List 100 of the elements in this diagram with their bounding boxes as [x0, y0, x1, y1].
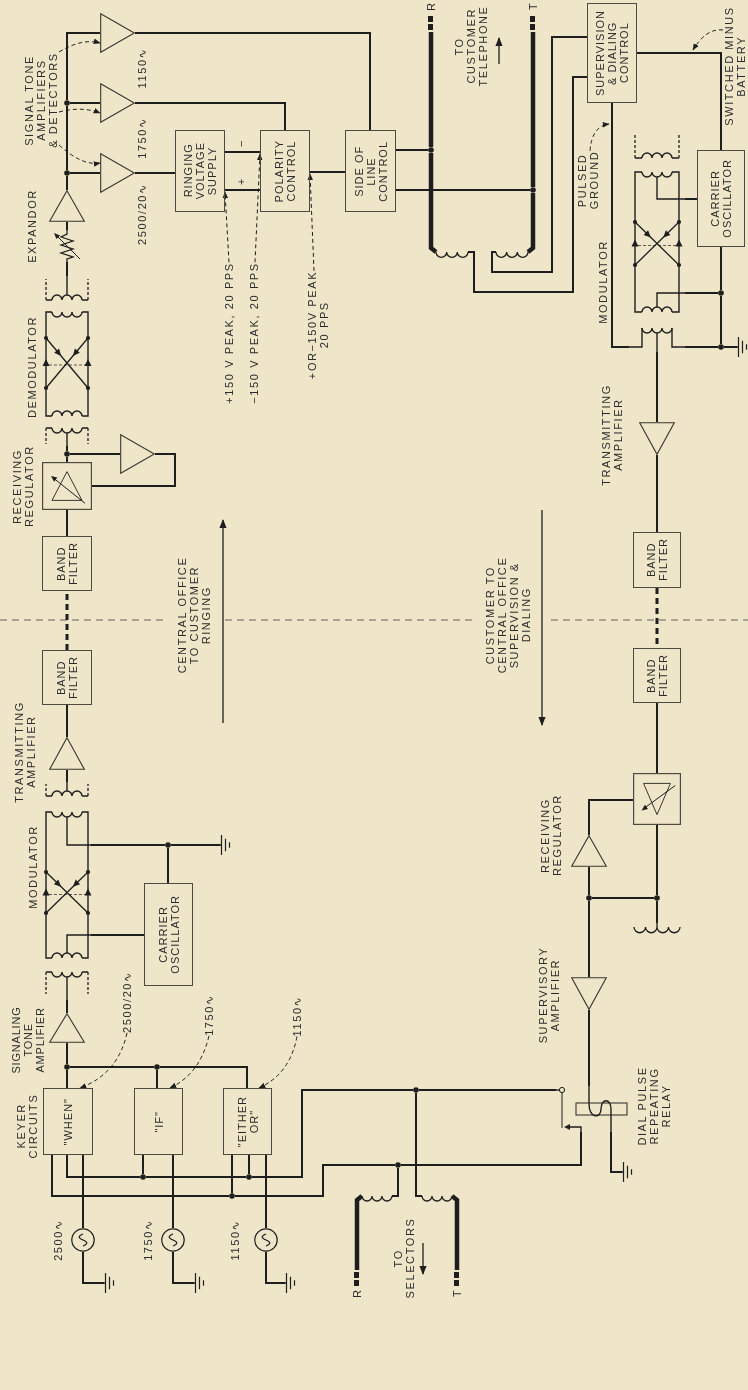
component-label: SUPERVISORY AMPLIFIER	[537, 946, 561, 1044]
junction-dot	[64, 451, 70, 457]
coil-symbol	[422, 1195, 452, 1202]
terminal-label: R	[425, 0, 437, 32]
heavy-wire	[530, 32, 536, 187]
junction-dot	[718, 290, 724, 296]
block-label: CARRIER OSCILLATOR	[709, 159, 733, 238]
block-label: "WHEN"	[62, 1097, 74, 1146]
circuit-block	[633, 532, 681, 588]
block-label: "EITHER OR"	[235, 1095, 260, 1148]
direction-label: CENTRAL OFFICE TO CUSTOMER RINGING	[176, 556, 212, 674]
leader-arrow	[58, 144, 101, 167]
junction-dot	[428, 147, 434, 153]
wire	[69, 102, 101, 104]
circuit-block	[144, 883, 193, 986]
wire	[611, 102, 630, 348]
wire	[69, 172, 101, 174]
junction-dot	[64, 170, 70, 176]
block-label: BAND FILTER	[55, 655, 79, 700]
component-label: SIGNALING TONE AMPLIFIER	[10, 1006, 46, 1074]
annotation-text: +150 V PEAK, 20 PPS	[223, 262, 235, 404]
terminal-label: R	[351, 1270, 363, 1300]
wire	[66, 509, 68, 537]
coil-symbol	[362, 1195, 392, 1202]
leader-arrow	[58, 38, 101, 53]
block-label: SUPERVISION & DIALING CONTROL	[594, 10, 630, 96]
frequency-label: 2500∿	[52, 1219, 64, 1261]
ground-symbol	[104, 1272, 116, 1294]
junction-dot	[654, 895, 660, 901]
junction-dot	[165, 842, 171, 848]
block-label: BAND FILTER	[645, 653, 669, 698]
heavy-wire	[428, 32, 434, 147]
ground-symbol	[285, 1272, 297, 1294]
wire	[720, 246, 722, 291]
wire	[720, 295, 722, 345]
leader-arrow	[589, 122, 610, 152]
wire	[391, 1167, 399, 1197]
wire	[134, 102, 286, 131]
wire	[66, 105, 68, 171]
wire	[636, 52, 722, 151]
junction-dot	[229, 1193, 235, 1199]
ground-symbol	[622, 1161, 634, 1183]
component-label: RECEIVING REGULATOR	[539, 794, 563, 876]
wire	[591, 897, 655, 899]
wire	[656, 454, 658, 533]
wire	[66, 456, 68, 463]
circuit-block	[697, 150, 745, 247]
wire	[656, 351, 658, 423]
circuit-block	[134, 1088, 183, 1155]
block-label: SIDE OF LINE CONTROL	[352, 140, 389, 202]
wire	[610, 1131, 623, 1173]
wire	[265, 1251, 286, 1284]
wire	[82, 1154, 84, 1229]
block-label: CARRIER OSCILLATOR	[156, 895, 181, 974]
leader-arrow	[58, 108, 101, 114]
frequency-label: 2500/20∿	[136, 183, 148, 245]
block-label: "IF"	[152, 1110, 165, 1133]
wire	[588, 799, 634, 836]
heavy-wire	[354, 1194, 364, 1270]
junction-dot	[154, 1064, 160, 1070]
wire	[66, 999, 68, 1014]
circuit-block	[175, 130, 225, 212]
wire	[723, 346, 738, 348]
component-label: MODULATOR	[27, 825, 39, 909]
wire	[224, 189, 261, 191]
leader-arrow	[169, 1035, 210, 1089]
annotation-text: +OR−150V PEAK 20 PPS	[306, 270, 330, 380]
block-label: BAND FILTER	[55, 541, 79, 586]
wire	[66, 32, 101, 101]
wire	[684, 198, 698, 200]
amplifier-symbol	[100, 153, 135, 193]
wire	[172, 1154, 174, 1229]
circuit-block	[587, 3, 637, 103]
leader-arrow	[692, 29, 724, 51]
wire	[170, 844, 221, 846]
wire	[418, 1089, 557, 1091]
wire	[145, 1176, 247, 1178]
wire	[90, 934, 145, 936]
circuit-block	[345, 130, 396, 212]
wire	[66, 221, 68, 231]
wire	[684, 292, 719, 294]
component-label: DIAL PULSE REPEATING RELAY	[636, 1066, 672, 1146]
wire	[656, 900, 658, 924]
wire	[656, 824, 658, 896]
wire	[248, 1154, 250, 1175]
circuit-block	[633, 648, 681, 703]
amplifier-symbol	[571, 977, 607, 1010]
wire	[395, 189, 531, 191]
leader-arrow	[258, 1035, 298, 1089]
coil-symbol	[436, 251, 468, 258]
ac-source-symbol	[71, 1228, 95, 1252]
component-label: EXPANDOR	[26, 189, 38, 263]
wire	[66, 769, 68, 783]
modulator-symbol	[629, 132, 685, 352]
amplifier-symbol	[571, 835, 607, 867]
frequency-label: 1750∿	[142, 1219, 154, 1261]
circuit-block	[260, 130, 310, 212]
direction-label: CUSTOMER TO CENTRAL OFFICE SUPERVISION & DIALING	[484, 556, 532, 674]
wire	[66, 1154, 141, 1178]
junction-dot	[530, 187, 536, 193]
